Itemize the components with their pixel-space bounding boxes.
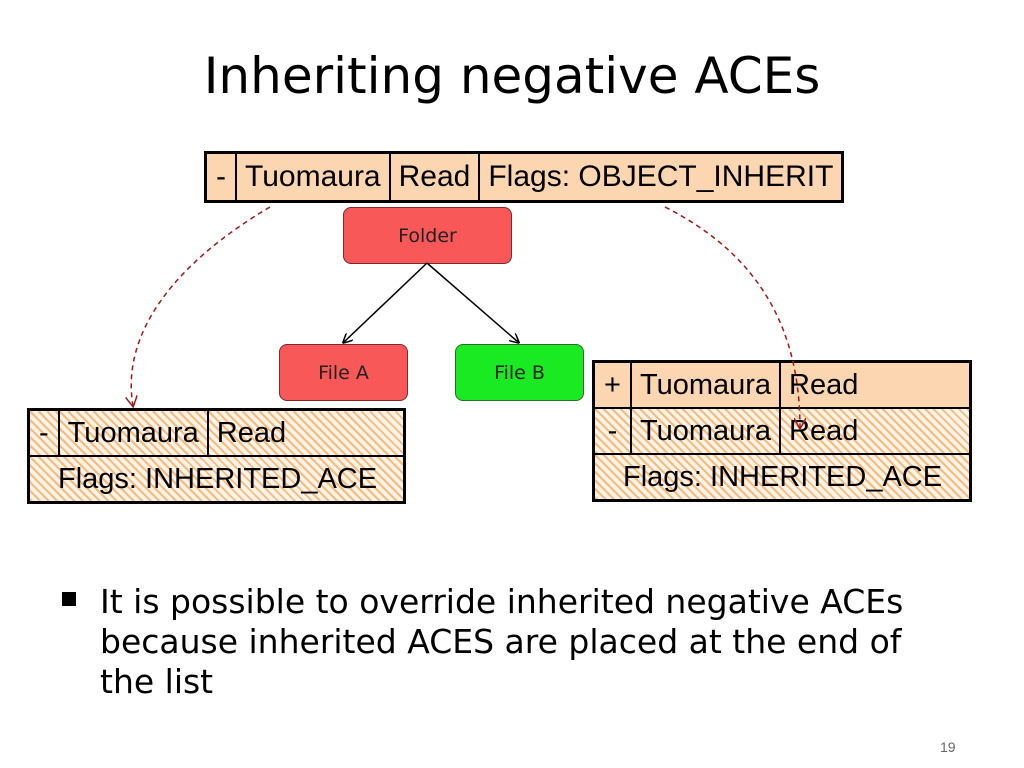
ace-user: Tuomaura xyxy=(57,408,209,457)
ace-right: Read xyxy=(206,408,406,457)
file-a-node: File A xyxy=(279,344,408,401)
file-b-inherited-row: - Tuomaura Read xyxy=(592,407,972,455)
ace-flags: Flags: INHERITED_ACE xyxy=(592,453,972,502)
ace-sign: + xyxy=(592,360,632,409)
file-a-ace-table: - Tuomaura Read Flags: INHERITED_ACE xyxy=(27,408,406,504)
ace-sign: - xyxy=(27,408,60,457)
slide-title: Inheriting negative ACEs xyxy=(203,47,821,105)
file-b-explicit-row: + Tuomaura Read xyxy=(592,360,972,409)
ace-user: Tuomaura xyxy=(629,407,782,455)
ace-right: Read xyxy=(388,151,481,203)
edge-folder-file-a xyxy=(344,262,428,342)
ace-right: Read xyxy=(779,360,972,409)
file-a-inherited-row: - Tuomaura Read xyxy=(27,408,406,457)
file-a-flags-row: Flags: INHERITED_ACE xyxy=(27,455,406,504)
bullet-text: It is possible to override inherited neg… xyxy=(100,582,904,701)
file-b-node: File B xyxy=(455,344,584,401)
folder-ace-table: - Tuomaura Read Flags: OBJECT_INHERIT xyxy=(204,151,845,203)
ace-flags: Flags: OBJECT_INHERIT xyxy=(478,151,844,203)
inherit-arrow-file-a xyxy=(131,206,271,406)
ace-right: Read xyxy=(779,407,972,455)
file-b-flags-row: Flags: INHERITED_ACE xyxy=(592,453,972,502)
ace-flags: Flags: INHERITED_ACE xyxy=(27,455,406,504)
ace-sign: - xyxy=(592,407,632,455)
bullet-point: It is possible to override inherited neg… xyxy=(62,582,962,702)
ace-user: Tuomaura xyxy=(235,151,391,203)
ace-user: Tuomaura xyxy=(629,360,782,409)
file-b-ace-table: + Tuomaura Read - Tuomaura Read Flags: I… xyxy=(592,360,973,502)
square-bullet-icon xyxy=(62,592,76,606)
edge-folder-file-b xyxy=(426,262,518,342)
ace-sign: - xyxy=(204,151,237,203)
folder-node: Folder xyxy=(343,207,512,264)
page-number: 19 xyxy=(940,739,956,755)
folder-ace-row: - Tuomaura Read Flags: OBJECT_INHERIT xyxy=(204,151,844,203)
